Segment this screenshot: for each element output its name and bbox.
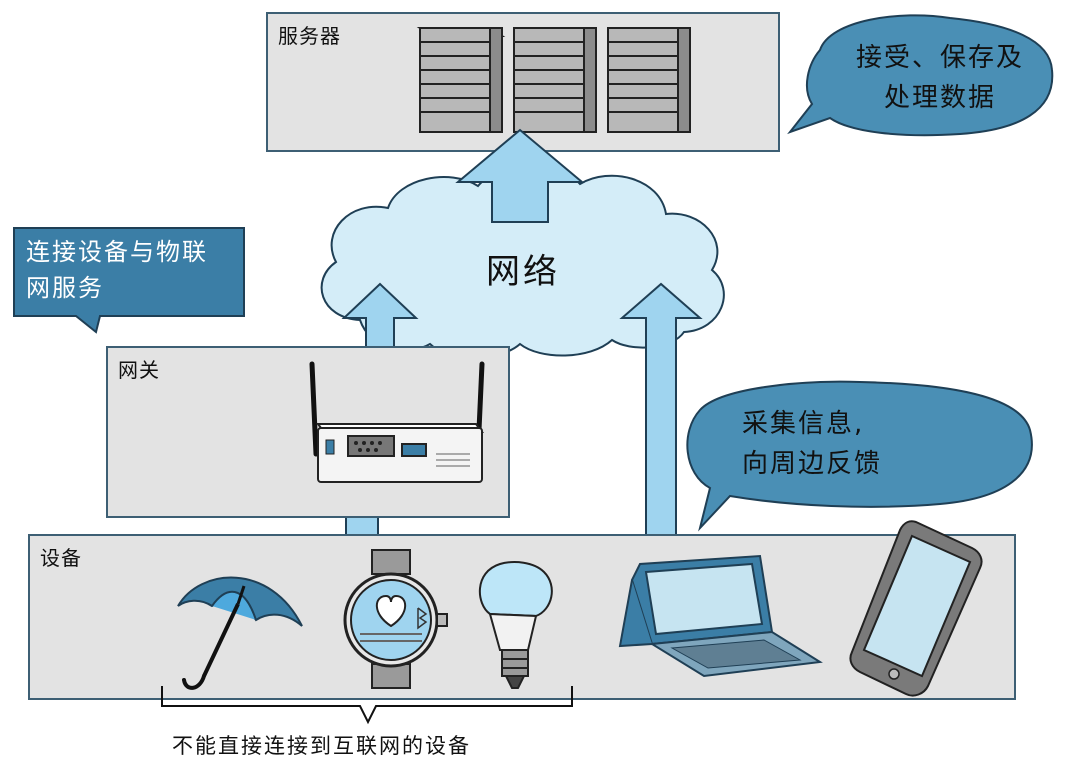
non-internet-devices-label: 不能直接连接到互联网的设备 bbox=[172, 734, 471, 758]
server-rack-2 bbox=[513, 27, 597, 133]
server-role-text: 接受、保存及 处理数据 bbox=[855, 43, 1024, 113]
arrow-cloud-to-server bbox=[455, 128, 585, 223]
device-role-text: 采集信息, 向周边反馈 bbox=[742, 409, 883, 479]
devices-panel-label: 设备 bbox=[40, 546, 82, 570]
gateway-panel-label: 网关 bbox=[118, 358, 160, 382]
server-rack-3 bbox=[607, 27, 691, 133]
server-panel-label: 服务器 bbox=[278, 24, 341, 48]
arrow-devices-to-cloud bbox=[619, 282, 703, 547]
cloud-network-label: 网络 bbox=[486, 252, 560, 292]
gateway-role-text: 连接设备与物联 网服务 bbox=[26, 238, 208, 302]
server-rack-1 bbox=[416, 27, 506, 133]
